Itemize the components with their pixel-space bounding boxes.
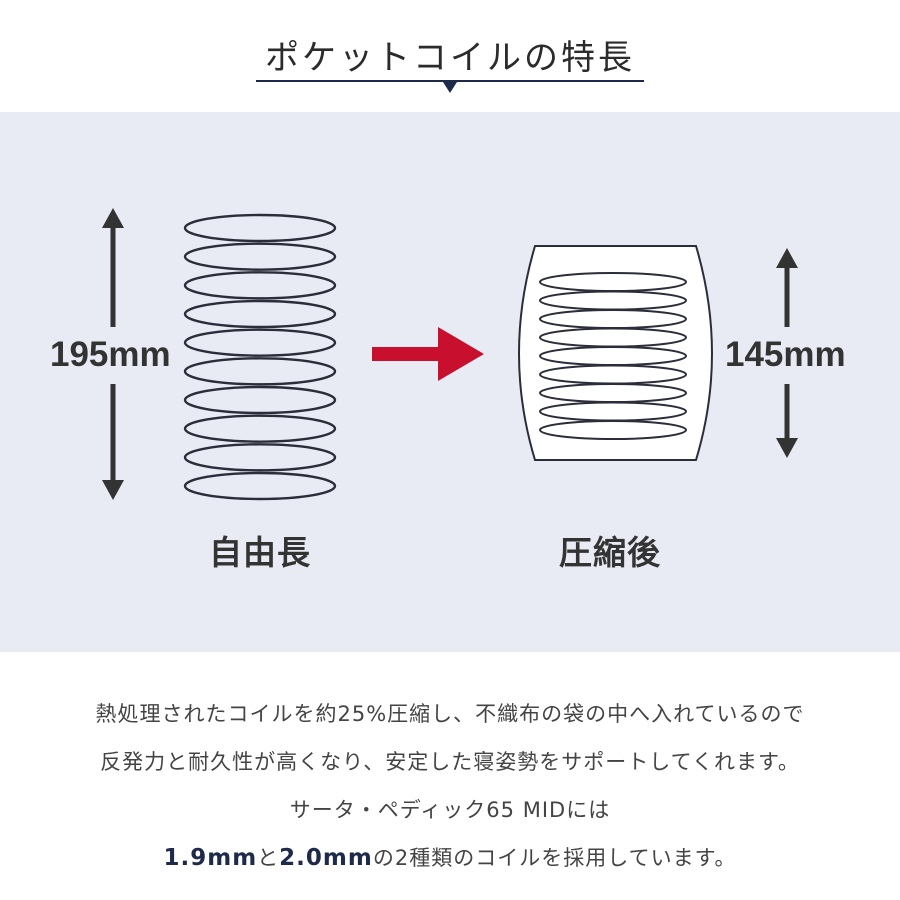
description-conjunction: と [257, 846, 280, 870]
compressed-dimension-arrow [776, 248, 798, 458]
coil-turn [183, 328, 337, 357]
coil-turn [183, 213, 337, 243]
coil-turn [183, 443, 337, 472]
compressed-label: 圧縮後 [559, 533, 661, 572]
coil-turn [183, 471, 337, 501]
coil-turn [183, 242, 337, 271]
compressed-length-measure: 145mm [725, 335, 846, 374]
free-length-dimension-arrow [102, 208, 124, 500]
description-line-1: 熱処理されたコイルを約25%圧縮し、不織布の袋の中へ入れているので [95, 702, 805, 726]
compressed-coil-spring [539, 272, 687, 440]
coil-diagram-panel: 195mm 145mm 自由長 圧縮後 [0, 112, 900, 652]
coil-turn [183, 299, 337, 329]
pocket-bag-outline [518, 245, 713, 461]
compression-direction-arrow-icon [372, 327, 484, 381]
description: 熱処理されたコイルを約25%圧縮し、不織布の袋の中へ入れているので 反発力と耐久… [0, 690, 900, 882]
coil-turn [183, 385, 337, 415]
title-pointer-icon [443, 82, 457, 93]
coil-turn [183, 271, 337, 300]
title-underline [256, 80, 644, 82]
description-line-3: サータ・ペディック65 MIDには [289, 798, 611, 822]
free-length-label: 自由長 [209, 533, 311, 572]
free-coil-spring [183, 213, 337, 501]
page-title: ポケットコイルの特長 [265, 38, 635, 78]
coil-diagram [102, 208, 798, 501]
free-length-measure: 195mm [50, 335, 171, 374]
description-line-4: 1.9mmと2.0mmの2種類のコイルを採用しています。 [0, 834, 900, 882]
description-line-4-rest: の2種類のコイルを採用しています。 [372, 846, 737, 870]
coil-turn [183, 357, 337, 386]
heading-section: ポケットコイルの特長 [0, 0, 900, 112]
coil-turn [183, 414, 337, 443]
description-line-2: 反発力と耐久性が高くなり、安定した寝姿勢をサポートしてくれます。 [100, 750, 800, 774]
coil-spec-1-9mm: 1.9mm [163, 845, 258, 871]
coil-spec-2-0mm: 2.0mm [279, 845, 373, 871]
coil-turn [539, 420, 687, 440]
